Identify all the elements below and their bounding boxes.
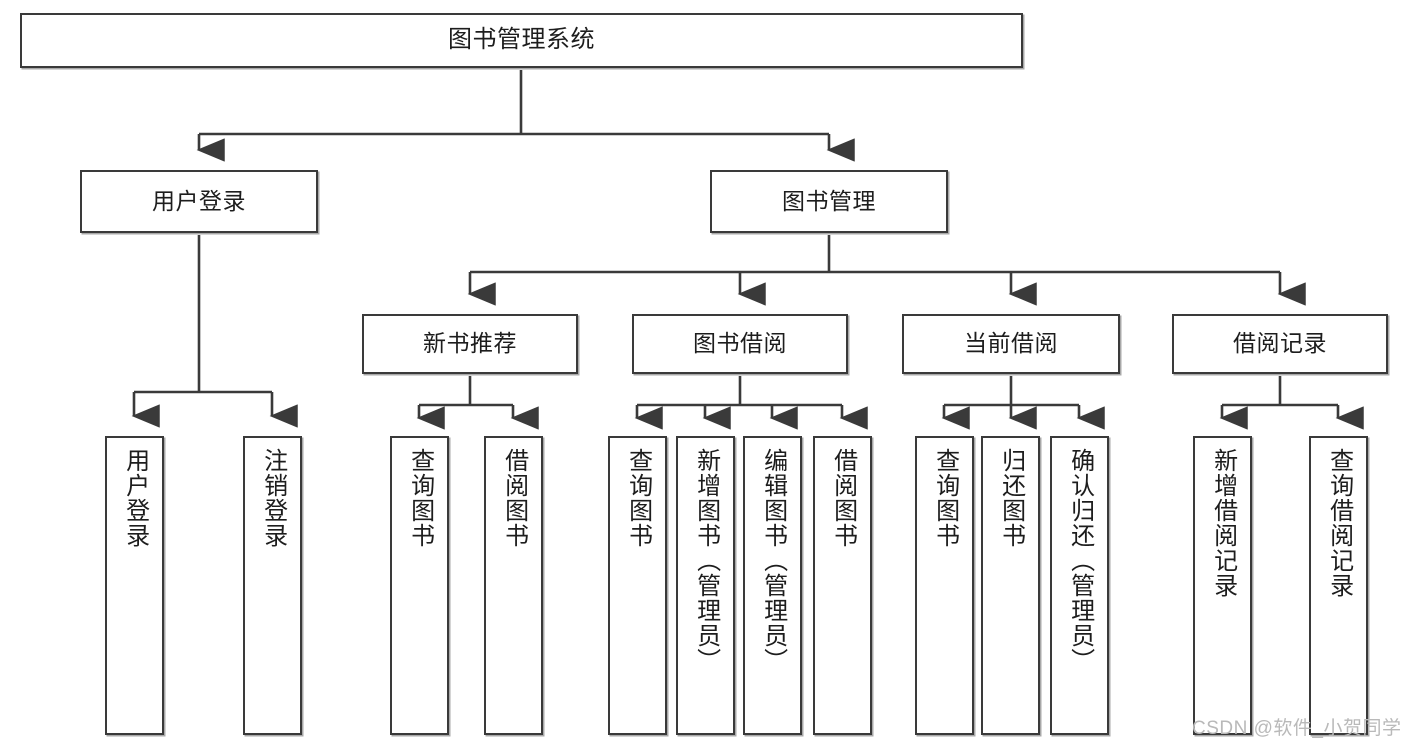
leaf-confirm-return-admin[interactable]: 确认归还（管理员） [1050, 436, 1109, 735]
node-label: 确认归还（管理员） [1066, 448, 1094, 673]
node-label: 编辑图书（管理员） [759, 448, 787, 673]
node-book-management[interactable]: 图书管理 [710, 170, 948, 233]
node-label: 借阅图书 [829, 448, 857, 548]
leaf-user-login[interactable]: 用户登录 [105, 436, 164, 735]
node-new-book-recommend[interactable]: 新书推荐 [362, 314, 578, 374]
node-label: 新书推荐 [423, 330, 517, 357]
leaf-logout-login[interactable]: 注销登录 [243, 436, 302, 735]
node-label: 查询图书 [406, 448, 434, 548]
node-label: 当前借阅 [964, 330, 1058, 357]
node-label: 借阅图书 [500, 448, 528, 548]
leaf-borrow-book-recommend[interactable]: 借阅图书 [484, 436, 543, 735]
leaf-query-book-current[interactable]: 查询图书 [915, 436, 974, 735]
leaf-add-book-admin[interactable]: 新增图书（管理员） [676, 436, 735, 735]
leaf-query-book-recommend[interactable]: 查询图书 [390, 436, 449, 735]
node-label: 用户登录 [121, 448, 149, 548]
leaf-borrow-book[interactable]: 借阅图书 [813, 436, 872, 735]
leaf-add-borrow-record[interactable]: 新增借阅记录 [1193, 436, 1252, 735]
node-label: 图书管理系统 [448, 26, 595, 54]
node-label: 借阅记录 [1233, 330, 1327, 357]
node-label: 新增借阅记录 [1209, 448, 1237, 598]
leaf-return-book[interactable]: 归还图书 [981, 436, 1040, 735]
node-book-borrow[interactable]: 图书借阅 [632, 314, 848, 374]
node-label: 用户登录 [152, 187, 246, 214]
node-root-system[interactable]: 图书管理系统 [20, 13, 1023, 68]
node-label: 查询借阅记录 [1325, 448, 1353, 598]
node-user-login[interactable]: 用户登录 [80, 170, 318, 233]
leaf-query-borrow-record[interactable]: 查询借阅记录 [1309, 436, 1368, 735]
node-label: 查询图书 [931, 448, 959, 548]
node-label: 图书管理 [782, 187, 876, 214]
node-label: 图书借阅 [693, 330, 787, 357]
node-label: 查询图书 [624, 448, 652, 548]
node-label: 新增图书（管理员） [692, 448, 720, 673]
leaf-query-book-borrow[interactable]: 查询图书 [608, 436, 667, 735]
node-current-borrow[interactable]: 当前借阅 [902, 314, 1120, 374]
node-borrow-record[interactable]: 借阅记录 [1172, 314, 1388, 374]
csdn-watermark: CSDN @软件_小贺同学 [1192, 718, 1402, 739]
node-label: 注销登录 [259, 448, 287, 548]
node-label: 归还图书 [997, 448, 1025, 548]
leaf-edit-book-admin[interactable]: 编辑图书（管理员） [743, 436, 802, 735]
